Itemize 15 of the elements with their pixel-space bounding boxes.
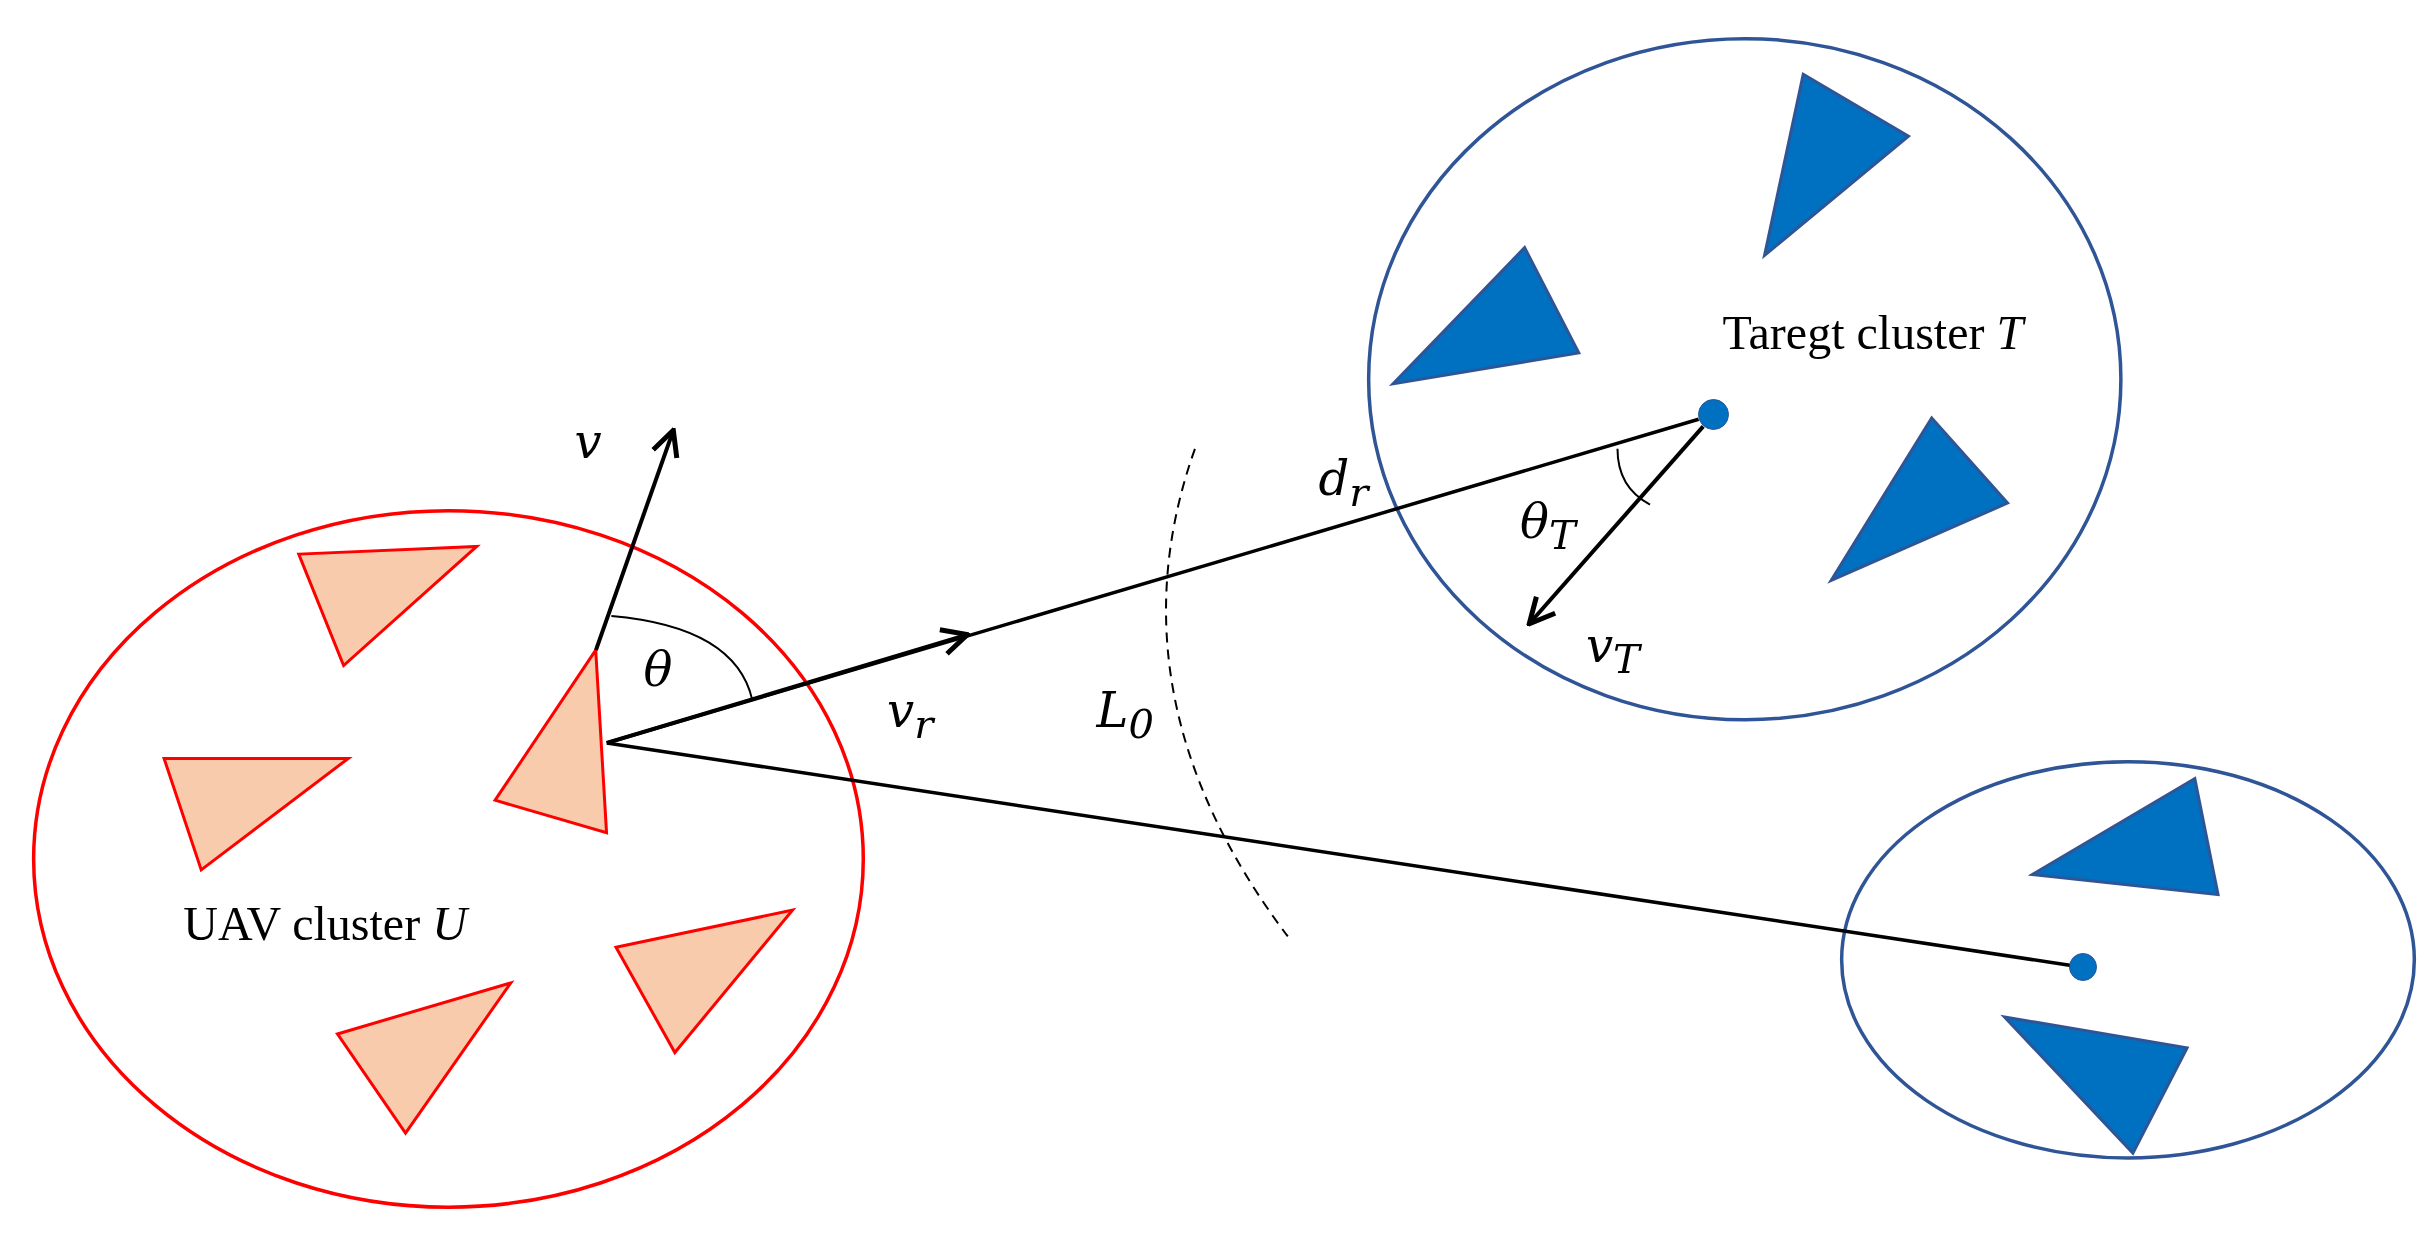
vector-arrow (1526, 425, 1705, 627)
vector-arrow (594, 427, 680, 651)
connector-line (606, 417, 1700, 745)
target-dot (1697, 399, 1729, 431)
vector-label: v$_{r}$ (887, 686, 934, 744)
connector-line (606, 741, 2070, 968)
vector-label: v$_{T}$ (1585, 621, 1640, 679)
distance-label: d$_{r}$ (1318, 454, 1369, 512)
cluster-label: Taregt cluster T (1722, 308, 2024, 357)
angle-label: θ$_{T}$ (1520, 497, 1576, 556)
range-label: L$_{0}$ (1096, 686, 1154, 744)
angle-label: θ (643, 644, 673, 693)
target-dot (2069, 953, 2098, 982)
uav-triangle (492, 647, 610, 836)
vector-label: v (574, 417, 602, 466)
